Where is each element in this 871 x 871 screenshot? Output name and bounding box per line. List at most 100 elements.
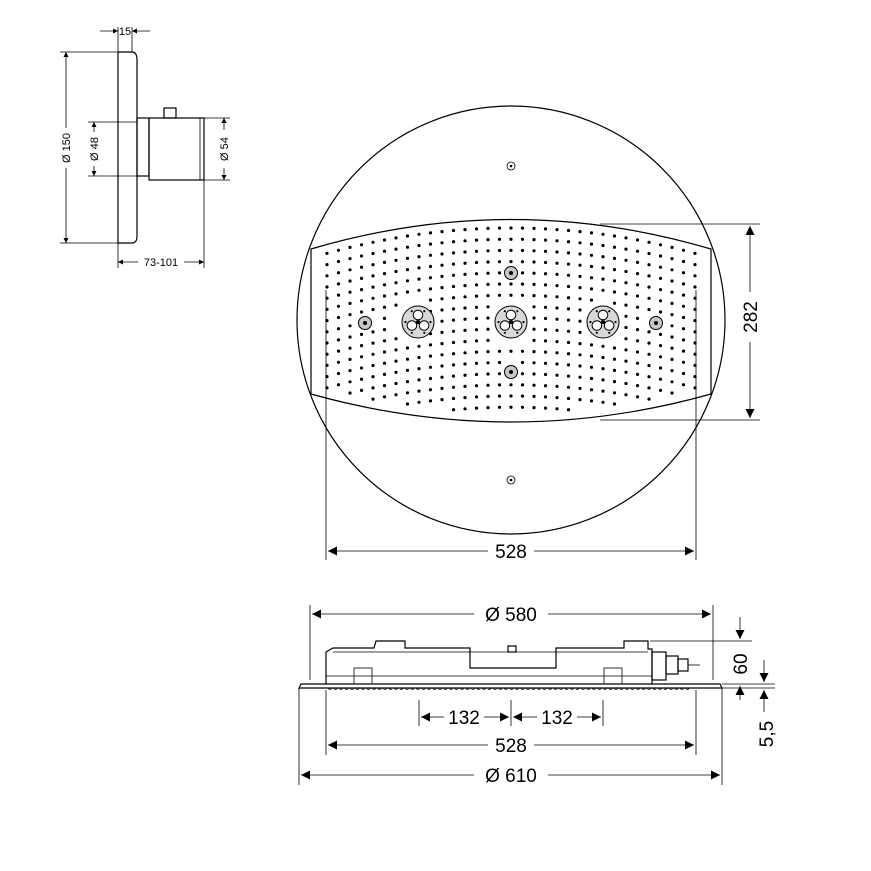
nozzle-dot: [359, 254, 364, 258]
nozzle-dot: [497, 237, 502, 241]
nozzle-dot: [497, 383, 502, 387]
nozzle-dot: [509, 248, 513, 252]
nozzle-dot: [451, 340, 456, 345]
nozzle-dot: [359, 344, 364, 348]
nozzle-dot: [670, 391, 674, 395]
nozzle-dot: [647, 375, 651, 379]
nozzle-dot: [543, 406, 548, 410]
nozzle-dot: [624, 325, 628, 330]
nozzle-dot: [612, 290, 617, 294]
nozzle-dot: [681, 282, 686, 286]
nozzle-dot: [566, 352, 571, 356]
nozzle-dot: [589, 276, 594, 280]
nozzle-dot: [486, 238, 490, 242]
nozzle-dot: [578, 297, 582, 301]
nozzle-dot: [566, 262, 571, 266]
nozzle-dot: [486, 372, 490, 376]
nozzle-dot: [348, 335, 352, 339]
nozzle-dot: [624, 303, 628, 307]
nozzle-dot: [325, 285, 329, 289]
nozzle-dot: [382, 316, 387, 320]
nozzle-dot: [497, 248, 502, 253]
nozzle-dot: [509, 293, 513, 297]
nozzle-dot: [474, 227, 479, 231]
nozzle-dot: [509, 237, 513, 241]
nozzle-dot: [394, 236, 398, 240]
nozzle-dot: [417, 243, 421, 248]
nozzle-dot: [348, 279, 352, 283]
nozzle-dot: [601, 232, 605, 236]
nozzle-dot: [532, 238, 536, 242]
nozzle-dot: [589, 388, 594, 392]
nozzle-dot: [624, 370, 628, 374]
side-width-label: 528: [495, 736, 527, 757]
nozzle-dot: [612, 301, 617, 305]
nozzle-dot: [635, 249, 640, 253]
nozzle-dot: [681, 383, 686, 387]
nozzle-dot: [555, 407, 559, 411]
nozzle-dot: [566, 251, 571, 255]
nozzle-dot: [428, 354, 433, 358]
nozzle-dot: [371, 386, 375, 390]
nozzle-dot: [371, 274, 375, 278]
nozzle-dot: [405, 245, 410, 249]
nozzle-dot: [612, 256, 617, 260]
nozzle-dot: [624, 348, 628, 352]
nozzle-dot: [451, 329, 456, 333]
nozzle-dot: [451, 408, 456, 412]
nozzle-dot: [520, 405, 525, 409]
nozzle-dot: [382, 339, 387, 343]
nozzle-dot: [463, 384, 467, 388]
nozzle-dot: [589, 354, 594, 358]
nozzle-dot: [417, 344, 421, 348]
nozzle-dot: [509, 383, 513, 387]
nozzle-dot: [417, 378, 421, 382]
nozzle-dot: [417, 400, 421, 404]
nozzle-dot: [670, 301, 674, 305]
nozzle-dot: [520, 360, 525, 365]
nozzle-dot: [394, 348, 398, 352]
valve-plate-thickness-label: 15: [119, 26, 131, 38]
nozzle-dot: [578, 342, 582, 346]
nozzle-dot: [463, 272, 467, 276]
nozzle-dot: [670, 245, 674, 249]
nozzle-dot: [509, 349, 513, 353]
nozzle-dot: [405, 380, 410, 384]
nozzle-dot: [555, 396, 559, 400]
nozzle-dot: [497, 360, 502, 365]
nozzle-dot: [555, 228, 559, 232]
nozzle-dot: [681, 349, 686, 353]
nozzle-dot: [474, 260, 479, 265]
nozzle-dot: [359, 288, 364, 292]
nozzle-dot: [336, 315, 341, 320]
nozzle-dot: [555, 250, 559, 254]
nozzle-dot: [440, 263, 444, 267]
nozzle-dot: [532, 249, 536, 253]
nozzle-dot: [635, 339, 640, 343]
nozzle-dot: [405, 279, 410, 283]
nozzle-dot: [417, 288, 421, 292]
nozzle-dot: [486, 260, 490, 264]
nozzle-dot: [566, 396, 571, 401]
nozzle-dot: [578, 274, 582, 278]
nozzle-dot: [520, 282, 525, 286]
nozzle-dot: [405, 346, 410, 350]
nozzle-dot: [440, 375, 444, 379]
nozzle-dot: [555, 295, 559, 299]
nozzle-dot: [394, 258, 398, 262]
nozzle-dot: [635, 361, 640, 365]
nozzle-dot: [624, 393, 628, 397]
nozzle-dot: [647, 240, 651, 244]
nozzle-dot: [382, 395, 387, 399]
nozzle-dot: [336, 259, 341, 264]
nozzle-dot: [612, 368, 617, 372]
nozzle-dot: [348, 324, 352, 328]
nozzle-dot: [555, 317, 559, 321]
nozzle-dot: [440, 319, 444, 323]
nozzle-dot: [681, 248, 686, 252]
nozzle-dot: [497, 226, 502, 230]
nozzle-dot: [359, 243, 364, 247]
nozzle-dot: [463, 328, 467, 332]
nozzle-dot: [566, 307, 571, 311]
nozzle-dot: [440, 286, 444, 290]
